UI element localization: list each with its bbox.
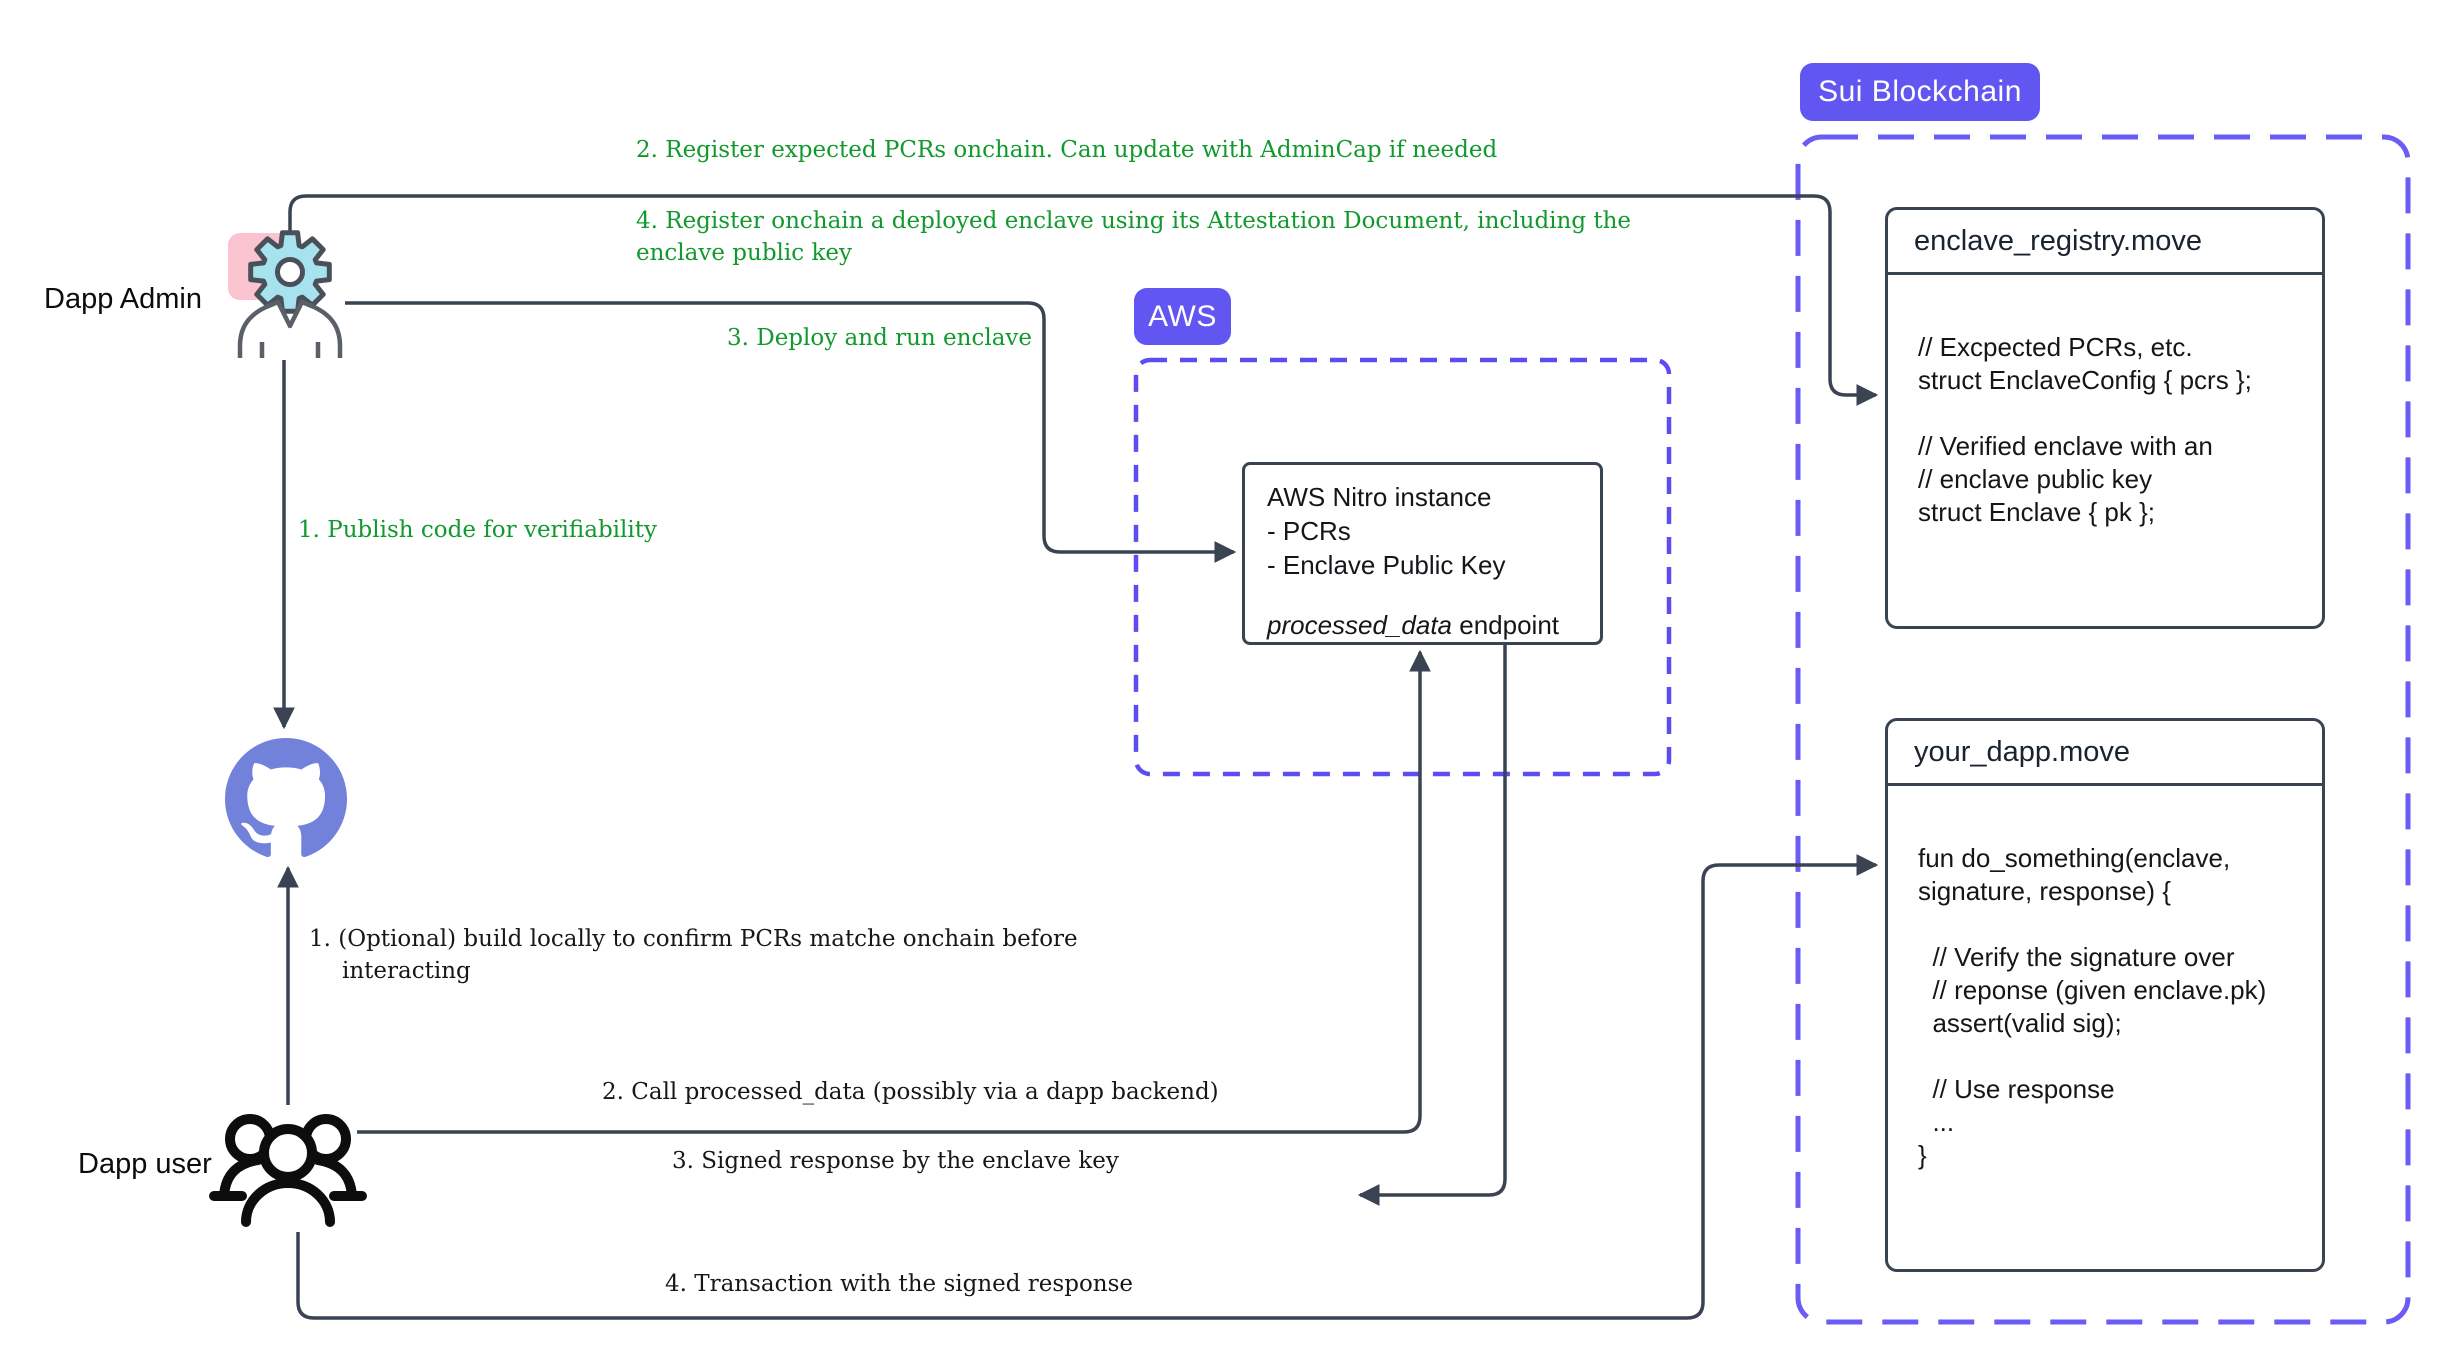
github-icon [225,738,347,857]
connector-user-to-nitro [357,649,1431,1134]
nitro-title: AWS Nitro instance [1267,482,1492,512]
your-dapp-box: your_dapp.move fun do_something(enclave,… [1885,718,2325,1272]
aws-badge: AWS [1134,288,1231,345]
connector-user-to-dapp [296,854,1879,1320]
connector-admin-to-registry [288,194,1879,406]
enclave-registry-box: enclave_registry.move // Excpected PCRs,… [1885,207,2325,629]
person-icon [237,299,343,358]
connector-nitro-to-user [1357,645,1507,1206]
endpoint-name: processed_data [1267,610,1453,640]
user-step4-note: 4. Transaction with the signed response [665,1271,1134,1297]
admin-avatar [228,230,343,358]
sui-blockchain-badge: Sui Blockchain [1800,63,2040,121]
user-step3-note: 3. Signed response by the enclave key [672,1148,1119,1174]
dapp-admin-label: Dapp Admin [44,283,202,315]
sui-dashed-region [1795,134,2411,1325]
user-step1-note-line1: 1. (Optional) build locally to confirm P… [309,926,1078,952]
users-icon [209,1114,367,1227]
nitro-pcrs: - PCRs [1267,516,1351,546]
nitro-blank [1267,582,1600,608]
endpoint-suffix: endpoint [1452,610,1560,640]
aws-dashed-region [1133,357,1672,777]
your-dapp-title: your_dapp.move [1888,721,2322,786]
enclave-registry-code: // Excpected PCRs, etc. struct EnclaveCo… [1918,332,2252,527]
admin-step4-note-line2: enclave public key [636,240,852,266]
user-step2-note: 2. Call processed_data (possibly via a d… [602,1079,1219,1105]
aws-nitro-instance-box: AWS Nitro instance - PCRs - Enclave Publ… [1242,462,1603,645]
nitro-endpoint: processed_data endpoint [1267,608,1600,642]
admin-step4-note-line1: 4. Register onchain a deployed enclave u… [636,208,1632,234]
your-dapp-code: fun do_something(enclave, signature, res… [1918,843,2267,1170]
enclave-registry-title: enclave_registry.move [1888,210,2322,275]
nitro-enclave-public-key: - Enclave Public Key [1267,550,1506,580]
user-step1-note-line2: interacting [342,958,471,984]
admin-step3-note: 3. Deploy and run enclave [727,325,1033,351]
dapp-user-label: Dapp user [78,1148,212,1180]
admin-step1-note: 1. Publish code for verifiability [298,517,657,543]
connector-admin-to-nitro [345,301,1237,563]
admin-step2-note: 2. Register expected PCRs onchain. Can u… [636,137,1498,163]
gear-icon [248,230,332,314]
